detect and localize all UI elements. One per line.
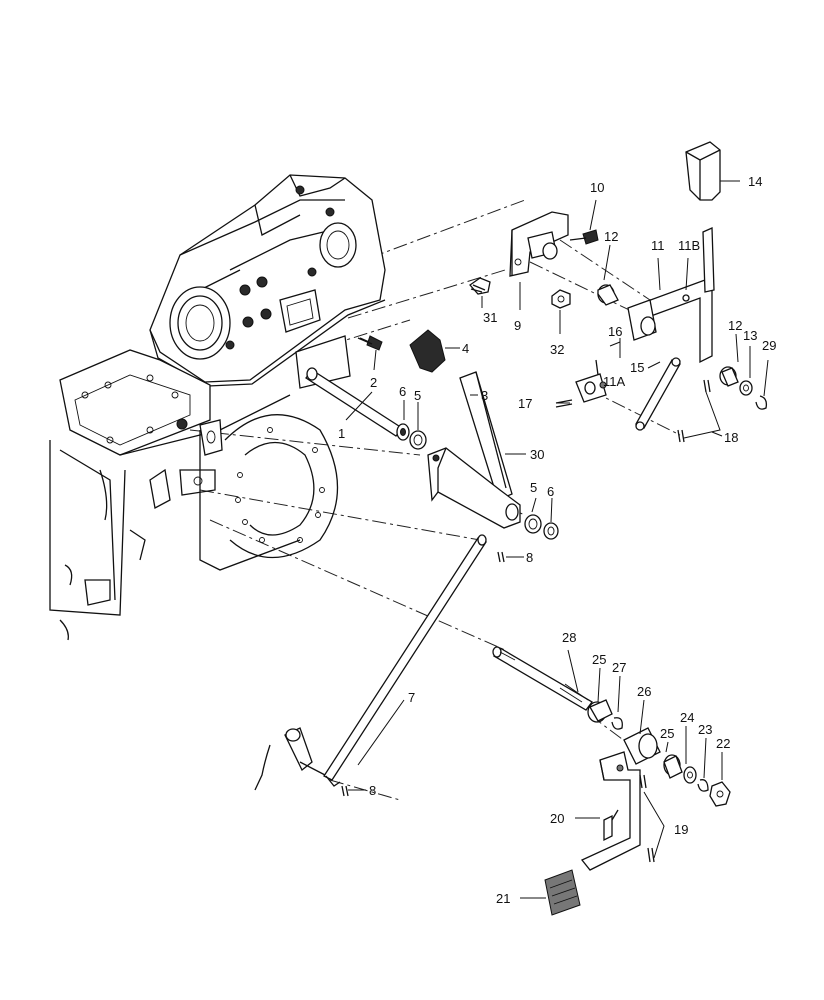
part-1-cross-shaft — [295, 335, 403, 437]
label-8-upper: 8 — [526, 550, 533, 565]
leader-lines — [345, 180, 769, 899]
part-number-labels: 14 10 12 11 11B 31 9 32 16 12 13 29 11A … — [338, 174, 776, 906]
label-12-upper: 12 — [604, 229, 618, 244]
label-2: 2 — [370, 375, 377, 390]
label-32: 32 — [550, 342, 564, 357]
part-7-rod — [323, 534, 487, 787]
part-3-30-lever-arm — [427, 371, 521, 529]
part-10-bolt — [569, 229, 599, 245]
parts-12-13-29-lower — [719, 366, 768, 410]
label-13: 13 — [743, 328, 757, 343]
washers-shaft-end — [396, 423, 427, 450]
label-19: 19 — [674, 822, 688, 837]
cotter-pins-19 — [639, 774, 655, 863]
label-31: 31 — [483, 310, 497, 325]
label-11A: 11A — [603, 374, 625, 389]
label-11B: 11B — [678, 238, 700, 253]
part-2-bolt — [357, 335, 383, 351]
part-11-shift-lever — [627, 227, 715, 364]
label-7: 7 — [408, 690, 415, 705]
label-11: 11 — [651, 238, 665, 253]
part-21-pedal-pad — [544, 869, 581, 916]
label-21: 21 — [496, 891, 510, 906]
label-29: 29 — [762, 338, 776, 353]
label-14: 14 — [748, 174, 762, 189]
label-5-upper: 5 — [414, 388, 421, 403]
washers-arm — [524, 514, 559, 540]
label-27: 27 — [612, 660, 626, 675]
label-28: 28 — [562, 630, 576, 645]
label-25-upper: 25 — [592, 652, 606, 667]
label-15: 15 — [630, 360, 644, 375]
label-1: 1 — [338, 426, 345, 441]
label-9: 9 — [514, 318, 521, 333]
part-20-pedal-arm — [580, 751, 641, 871]
pedal-bushings — [587, 699, 731, 807]
label-12-lower: 12 — [728, 318, 742, 333]
part-32-nut — [551, 289, 571, 309]
label-23: 23 — [698, 722, 712, 737]
part-31-fitting — [469, 277, 491, 295]
label-17: 17 — [518, 396, 532, 411]
label-25-lower: 25 — [660, 726, 674, 741]
part-14-knob — [685, 141, 721, 201]
label-5-lower: 5 — [530, 480, 537, 495]
cotter-pins-18 — [677, 379, 711, 443]
transmission-housing — [149, 174, 386, 387]
label-22: 22 — [716, 736, 730, 751]
label-16: 16 — [608, 324, 622, 339]
label-3: 3 — [481, 388, 488, 403]
label-20: 20 — [550, 811, 564, 826]
label-10: 10 — [590, 180, 604, 195]
part-9-bracket — [509, 211, 569, 277]
label-4: 4 — [462, 341, 469, 356]
label-6-lower: 6 — [547, 484, 554, 499]
cotter-pins-8 — [341, 551, 505, 797]
rear-axle-housing — [49, 349, 339, 641]
label-8-lower: 8 — [369, 783, 376, 798]
part-4-lever-knob — [409, 329, 446, 373]
label-24: 24 — [680, 710, 694, 725]
part-12-bushing-upper — [597, 284, 619, 306]
label-6-upper: 6 — [399, 384, 406, 399]
part-15-link — [635, 357, 681, 431]
part-16-bellcrank — [575, 359, 607, 403]
lower-clevis-arm — [254, 727, 326, 791]
label-18: 18 — [724, 430, 738, 445]
part-28-pedal-shaft — [492, 646, 593, 711]
label-26: 26 — [637, 684, 651, 699]
label-30: 30 — [530, 447, 544, 462]
